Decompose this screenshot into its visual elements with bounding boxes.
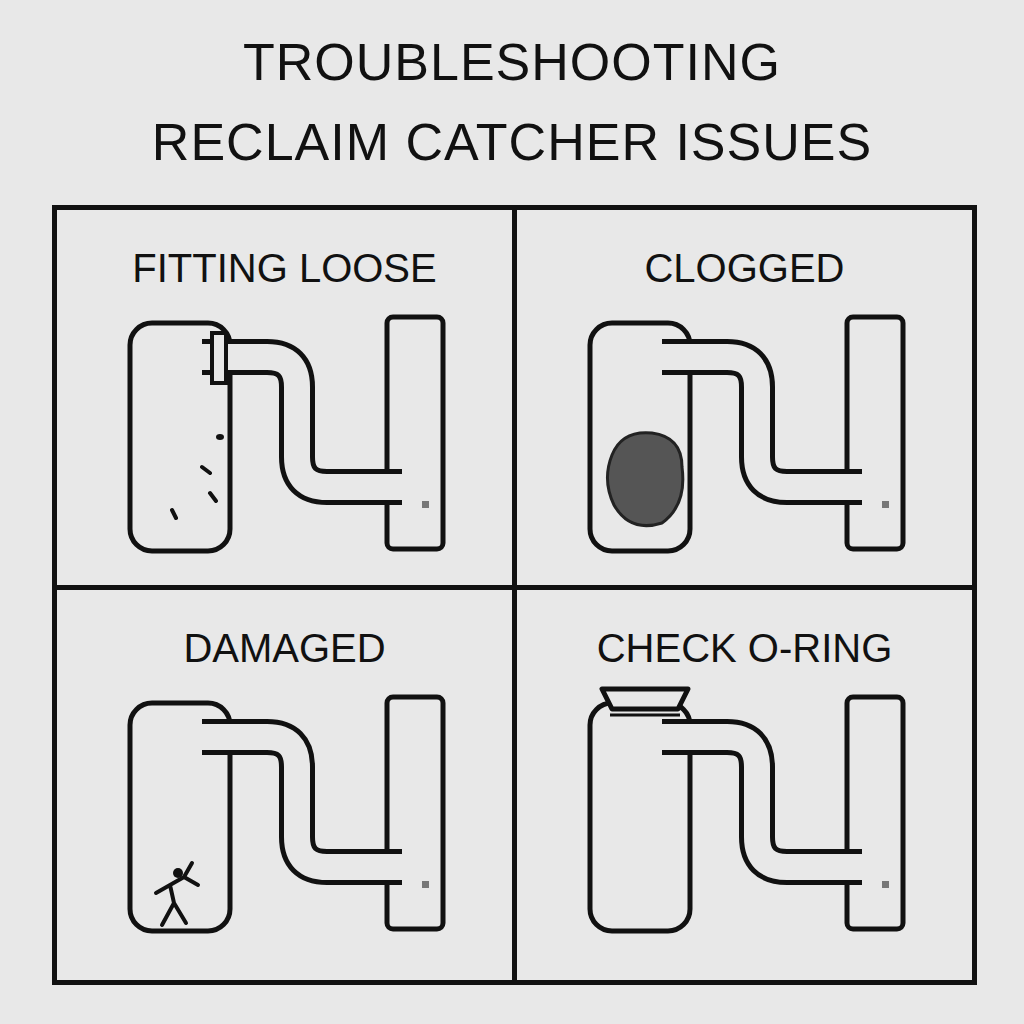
panel-label: CHECK O-RING <box>517 622 972 674</box>
diagram-title: TROUBLESHOOTING RECLAIM CATCHER ISSUES <box>142 22 882 182</box>
panel-box: FITTING LOOSE <box>52 205 517 590</box>
catcher-oring <box>590 689 903 931</box>
panel-label: FITTING LOOSE <box>57 242 512 294</box>
panel-box: CLOGGED <box>512 205 977 590</box>
catcher-damaged <box>130 697 443 931</box>
panel-label: DAMAGED <box>57 622 512 674</box>
panel-box: CHECK O-RING <box>512 585 977 985</box>
panel-label: CLOGGED <box>517 242 972 294</box>
catcher-loose <box>130 317 443 551</box>
catcher-clogged <box>590 317 903 551</box>
panel-box: DAMAGED <box>52 585 517 985</box>
